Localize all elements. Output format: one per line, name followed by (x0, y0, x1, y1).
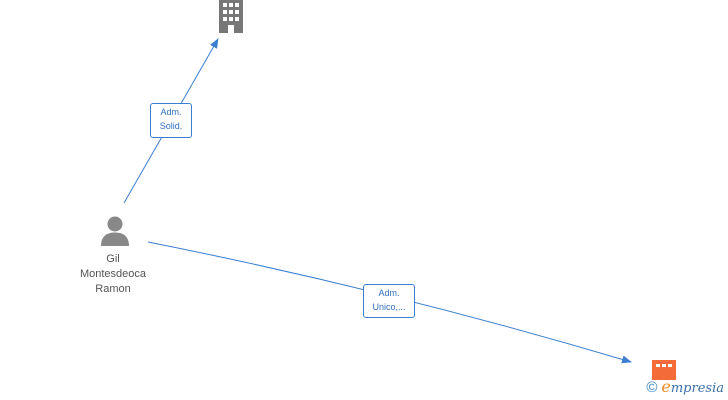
empresia-watermark[interactable]: © empresia (646, 378, 724, 398)
person-name-line-1: Gil (106, 253, 120, 265)
edge-label-line-2: Solid. (159, 121, 183, 131)
company-node-top[interactable] (214, 0, 248, 39)
edge-label-adm-unico: Adm. Unico,... (363, 284, 415, 318)
edge-label-line-2: Unico,... (372, 302, 406, 312)
building-icon (652, 360, 676, 380)
person-name-line-2: Montesdeoca (79, 268, 147, 280)
person-name-line-3: Ramon (95, 283, 131, 295)
edge-label-line-1: Adm. (378, 288, 400, 298)
company-node-bottom[interactable] (652, 360, 678, 385)
edge-label-adm-solid: Adm. Solid. (150, 103, 192, 138)
building-icon (219, 0, 243, 33)
copyright-icon: © (646, 379, 658, 396)
person-name: Gil Montesdeoca Ramon (66, 252, 160, 297)
empresia-logo: empresia (661, 378, 724, 398)
edge-label-line-1: Adm. (160, 107, 182, 117)
person-icon (101, 216, 129, 246)
person-node[interactable] (99, 215, 131, 252)
brand-rest: mpresia (670, 381, 724, 396)
brand-initial: e (661, 377, 671, 396)
